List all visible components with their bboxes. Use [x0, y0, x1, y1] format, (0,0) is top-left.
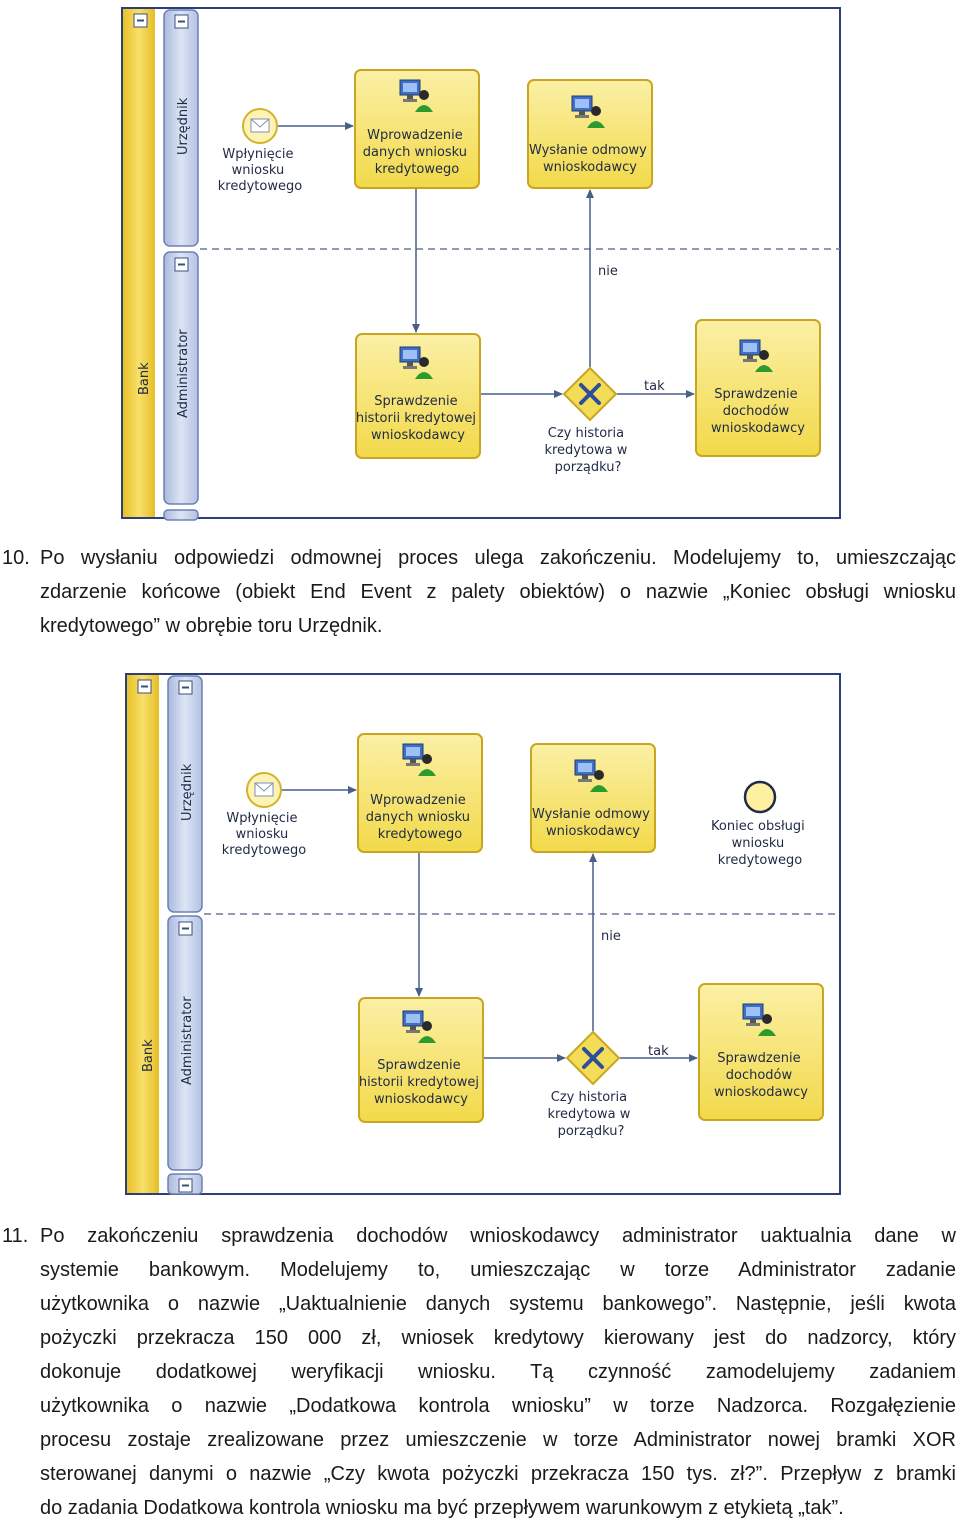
user-task-icon	[739, 339, 773, 372]
flow-label-nie: nie	[601, 929, 621, 944]
lane-label-administrator: Administrator	[176, 329, 191, 418]
paragraph-line: dokonuje dodatkowej weryfikacji wniosku.…	[40, 1361, 956, 1383]
diagram-2: Bank Urzędnik Administrator Wpłynięcie w…	[125, 673, 841, 1195]
lane-label-urzednik: Urzędnik	[176, 97, 191, 155]
paragraph-line: procesu zostaje zrealizowane przez umies…	[40, 1429, 956, 1451]
flow-label-tak: tak	[648, 1044, 669, 1059]
paragraph-number: 11.	[2, 1225, 29, 1247]
user-task-icon	[571, 95, 605, 128]
task-wyslanie-odmowy[interactable]	[530, 743, 656, 853]
lane-header-administrator[interactable]	[163, 251, 199, 505]
paragraph-line: użytkownika o nazwie „Uaktualnienie dany…	[40, 1293, 956, 1315]
paragraph-number: 10.	[2, 547, 30, 569]
end-event[interactable]	[743, 780, 777, 814]
task-sprawdzenie-dochodow[interactable]	[695, 319, 821, 457]
user-task-icon	[742, 1003, 776, 1036]
task-label: Sprawdzenie historii kredytowej wnioskod…	[359, 1058, 483, 1107]
end-event-label: Koniec obsługi wniosku kredytowego	[711, 819, 809, 868]
xor-x-icon	[582, 1047, 604, 1069]
user-task-icon	[402, 743, 436, 776]
gateway-label: Czy historia kredytowa w porządku?	[547, 1090, 634, 1139]
pool-label: Bank	[141, 1039, 156, 1072]
start-event-label: Wpłynięcie wniosku kredytowego	[222, 811, 306, 858]
user-task-icon	[402, 1010, 436, 1043]
task-sprawdzenie-historii[interactable]	[355, 333, 481, 459]
task-label: Wysłanie odmowy wnioskodawcy	[529, 143, 651, 175]
lane-label-urzednik: Urzędnik	[180, 763, 195, 821]
lane-label-administrator: Administrator	[180, 996, 195, 1085]
lane-header-urzednik[interactable]	[163, 9, 199, 247]
paragraph-line: pożyczki przekracza 150 000 zł, wniosek …	[40, 1327, 956, 1349]
flow-label-tak: tak	[644, 379, 665, 394]
pool-label: Bank	[137, 362, 152, 395]
user-task-icon	[574, 759, 608, 792]
paragraph-line: zdarzenie końcowe (obiekt End Event z pa…	[40, 581, 956, 603]
xor-x-icon	[579, 383, 601, 405]
paragraph-line: Po zakończeniu sprawdzenia dochodów wnio…	[40, 1225, 956, 1247]
task-label: Wysłanie odmowy wnioskodawcy	[532, 807, 654, 839]
task-sprawdzenie-historii[interactable]	[358, 997, 484, 1123]
lane-header-administrator[interactable]	[167, 915, 203, 1171]
paragraph-line: sterowanej danymi o nazwie „Czy kwota po…	[40, 1463, 956, 1485]
diagram-1: Bank Urzędnik Administrator Wpłynięcie w…	[121, 7, 841, 521]
pool-header	[127, 675, 159, 1193]
task-wyslanie-odmowy[interactable]	[527, 79, 653, 189]
envelope-icon	[250, 118, 270, 133]
paragraph-line: systemie bankowym. Modelujemy to, umiesz…	[40, 1259, 956, 1281]
task-label: Wprowadzenie danych wniosku kredytowego	[366, 793, 474, 842]
flow-label-nie: nie	[598, 264, 618, 279]
paragraph-line: Po wysłaniu odpowiedzi odmownej proces u…	[40, 547, 956, 569]
paragraph-line: kredytowego” w obrębie toru Urzędnik.	[40, 615, 383, 637]
task-label: Wprowadzenie danych wniosku kredytowego	[363, 128, 471, 177]
task-label: Sprawdzenie historii kredytowej wnioskod…	[356, 394, 480, 443]
paragraph-line: do zadania Dodatkowa kontrola wniosku ma…	[40, 1497, 844, 1519]
user-task-icon	[399, 346, 433, 379]
task-label: Sprawdzenie dochodów wnioskodawcy	[711, 387, 805, 436]
envelope-icon	[254, 782, 274, 797]
gateway-label: Czy historia kredytowa w porządku?	[544, 426, 631, 475]
start-event-label: Wpłynięcie wniosku kredytowego	[218, 147, 302, 194]
task-wprowadzenie[interactable]	[357, 733, 483, 853]
lane-header-urzednik[interactable]	[167, 675, 203, 913]
task-label: Sprawdzenie dochodów wnioskodawcy	[714, 1051, 808, 1100]
paragraph-line: użytkownika o nazwie „Dodatkowa kontrola…	[40, 1395, 956, 1417]
task-sprawdzenie-dochodow[interactable]	[698, 983, 824, 1121]
user-task-icon	[399, 79, 433, 112]
pool-header	[123, 9, 155, 517]
task-wprowadzenie[interactable]	[354, 69, 480, 189]
